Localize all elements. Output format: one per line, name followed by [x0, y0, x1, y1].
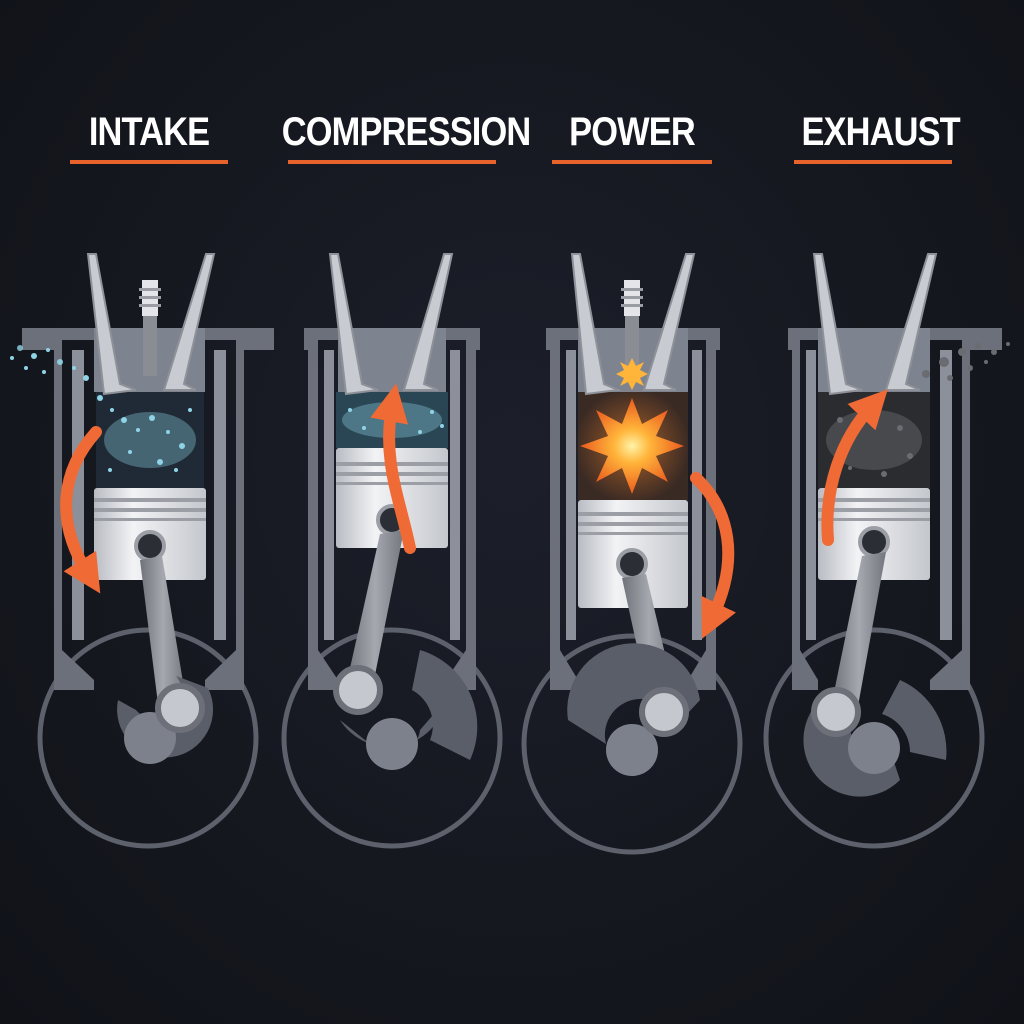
stroke-underline-intake: [70, 160, 228, 164]
crank-web: [567, 643, 700, 744]
piston: [818, 488, 930, 580]
block-wall-left: [304, 328, 338, 690]
crank-counterweight: [412, 650, 478, 760]
fuel-air-mixture: [10, 345, 196, 472]
block-inner-left: [72, 350, 84, 640]
intake-valve: [570, 253, 622, 396]
block-inner-right: [214, 350, 226, 640]
exhaust-valve: [402, 253, 454, 391]
crank-web: [340, 700, 446, 755]
stroke-title-compression: COMPRESSION: [281, 110, 531, 154]
exhaust-valve: [162, 253, 216, 391]
cylinder-exhaust: [763, 253, 1010, 849]
spark-icon: [616, 358, 648, 390]
block-wall-left: [22, 328, 94, 690]
cylinder-power: [521, 253, 743, 855]
connecting-rod: [140, 556, 186, 704]
spark-plug: [139, 280, 161, 376]
crankcase: [521, 633, 743, 855]
crank-main-journal: [366, 718, 418, 770]
crankcase: [281, 627, 503, 849]
stroke-underline-power: [552, 160, 712, 164]
block-inner-left: [324, 350, 334, 640]
combustion-chamber: [96, 392, 204, 488]
block-wall-left: [788, 328, 818, 690]
crank-pin: [639, 687, 689, 737]
piston-motion-arrow-down: [690, 472, 736, 639]
block-wall-right: [928, 328, 1002, 690]
intake-valve: [86, 253, 137, 396]
exhaust-valve: [642, 253, 696, 391]
connecting-rod: [346, 530, 404, 690]
cylinder-intake: [10, 253, 274, 849]
stroke-title-intake: INTAKE: [88, 110, 210, 154]
block-wall-left: [546, 328, 578, 690]
block-wall-right: [205, 328, 274, 690]
block-inner-right: [692, 350, 702, 640]
piston: [578, 500, 688, 608]
stroke-title-power: POWER: [569, 110, 696, 154]
block-wall-right: [446, 328, 480, 690]
piston-motion-arrow-up: [821, 389, 888, 546]
crank-counterweight: [882, 680, 947, 760]
stroke-underline-exhaust: [794, 160, 952, 164]
block-inner-right: [450, 350, 460, 640]
explosion-icon: [580, 398, 684, 494]
spark-plug: [621, 280, 643, 368]
block-inner-left: [806, 350, 816, 640]
crankcase: [37, 627, 259, 849]
intake-valve: [812, 253, 863, 396]
crank-pin: [811, 687, 861, 737]
piston-motion-arrow-down: [60, 426, 102, 594]
block-inner-left: [566, 350, 576, 640]
crank-main-journal: [848, 722, 900, 774]
crankcase: [763, 627, 985, 849]
intake-valve: [328, 253, 379, 396]
block-inner-right: [940, 350, 952, 640]
piston-motion-arrow-up: [370, 383, 416, 554]
crank-pin: [333, 665, 383, 715]
piston: [94, 488, 206, 580]
crank-pin: [155, 683, 205, 733]
crank-main-journal: [606, 724, 658, 776]
cylinder-compression: [281, 253, 503, 849]
connecting-rod: [832, 552, 886, 706]
stroke-title-exhaust: EXHAUST: [801, 110, 960, 154]
stroke-underline-compression: [288, 160, 496, 164]
exhaust-valve: [884, 253, 938, 391]
